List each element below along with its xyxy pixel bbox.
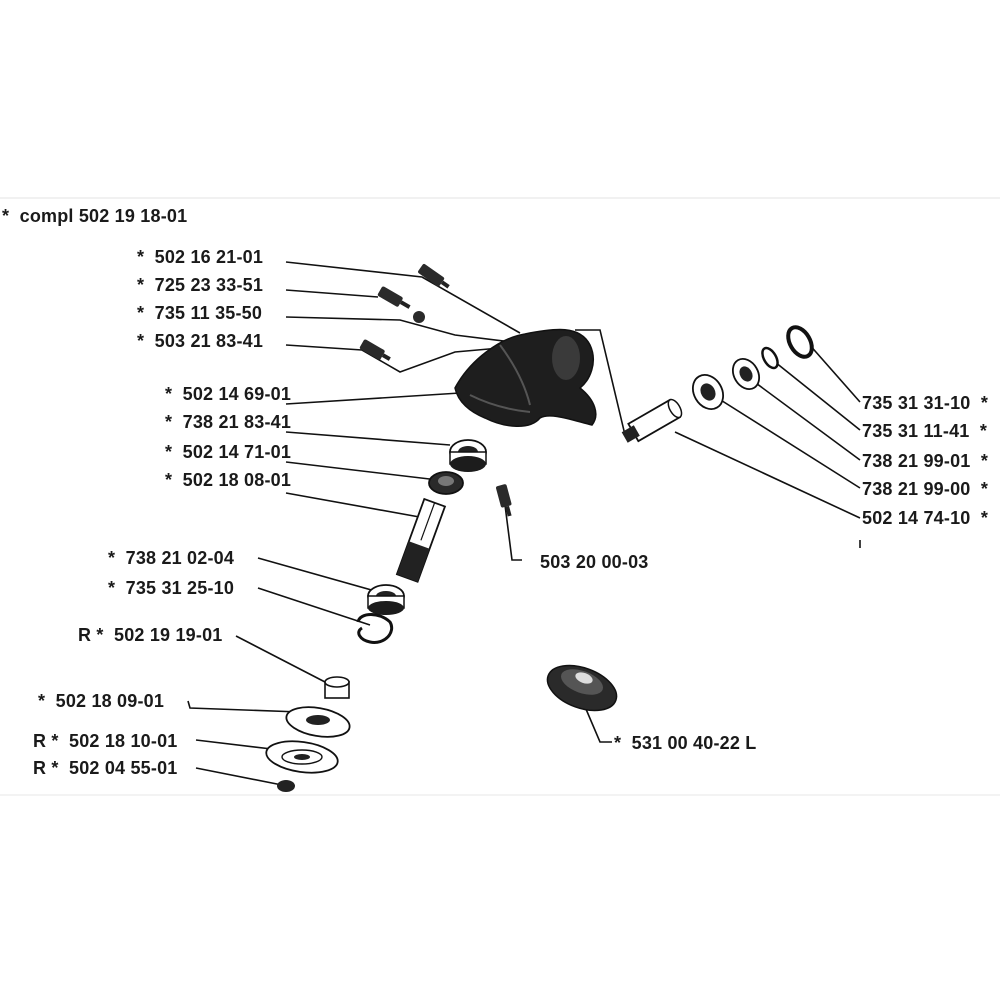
part-label-502-18-08-01: * 502 18 08-01 [165,470,292,490]
part-label-738-21-83-41: * 738 21 83-41 [165,412,292,432]
part-label-503-20-00-03: 503 20 00-03 [540,552,649,572]
part-label-502-14-74-10: 502 14 74-10 * [862,508,989,528]
part-label-502-14-69-01: * 502 14 69-01 [165,384,292,404]
part-label-735-31-31-10: 735 31 31-10 * [862,393,989,413]
part-label-725-23-33-51: * 725 23 33-51 [137,275,264,295]
part-label-502-19-19-01: R * 502 19 19-01 [78,625,223,645]
input-shaft-parts [621,325,814,443]
part-label-738-21-99-00: 738 21 99-00 * [862,479,989,499]
part-label-738-21-02-04: * 738 21 02-04 [108,548,235,568]
part-label-738-21-99-01: 738 21 99-01 * [862,451,989,471]
leader-lines-left [187,261,521,786]
part-label-502-14-71-01: * 502 14 71-01 [165,442,292,462]
shaft-stack-parts [265,439,487,792]
cutting-head-part [546,664,618,712]
assembly-label: * compl 502 19 18-01 [2,206,188,226]
part-label-502-18-09-01: * 502 18 09-01 [38,691,165,711]
leader-lines-right [504,329,861,743]
part-label-502-18-10-01: R * 502 18 10-01 [33,731,178,751]
part-label-735-31-25-10: * 735 31 25-10 [108,578,235,598]
part-label-735-11-35-50: * 735 11 35-50 [137,303,263,323]
part-label-735-31-11-41: 735 31 11-41 * [862,421,988,441]
part-label-502-04-55-01: R * 502 04 55-01 [33,758,178,778]
part-label-503-21-83-41: * 503 21 83-41 [137,331,264,351]
gear-housing-part [454,328,597,427]
part-label-502-16-21-01: * 502 16 21-01 [137,247,264,267]
part-label-531-00-40-22-l: * 531 00 40-22 L [614,733,757,753]
screw-parts [359,263,512,517]
